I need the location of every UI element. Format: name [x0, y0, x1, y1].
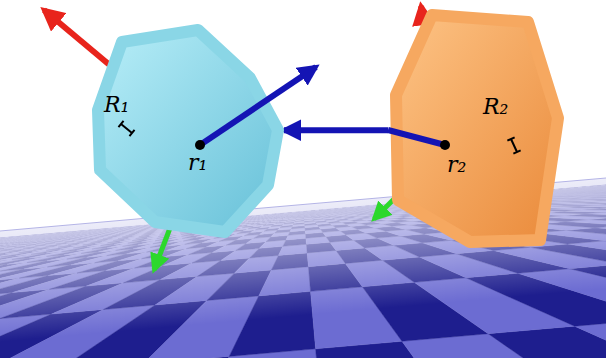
scene-stage: R₁r₁R₂r₂: [0, 0, 606, 358]
